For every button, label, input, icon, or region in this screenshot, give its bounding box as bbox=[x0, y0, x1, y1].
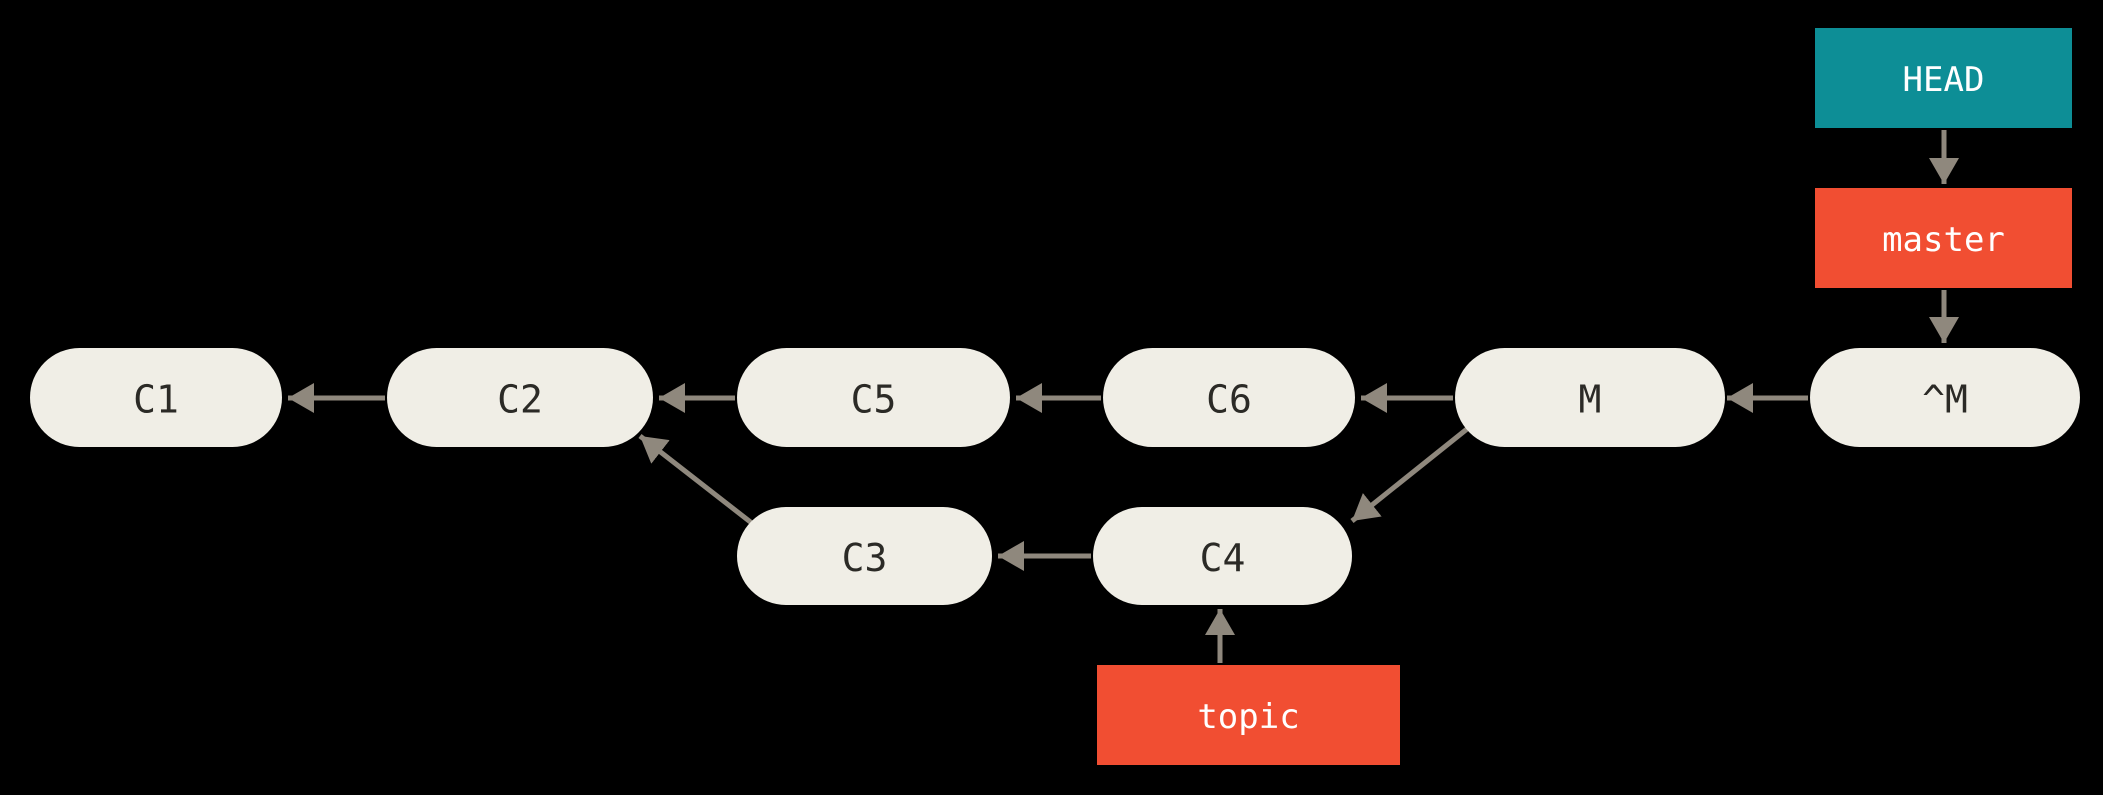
arrow-c3-to-c2 bbox=[638, 434, 755, 526]
ref-label-head: HEAD bbox=[1903, 60, 1985, 100]
commit-pill-c6 bbox=[1103, 348, 1355, 447]
commit-node-c3: C3 bbox=[737, 507, 992, 605]
commit-node-c2: C2 bbox=[387, 348, 653, 447]
commit-node-caret-m: ^M bbox=[1810, 348, 2080, 447]
commit-pill-c4 bbox=[1093, 507, 1352, 605]
ref-box-topic bbox=[1097, 665, 1400, 765]
ref-topic: topic bbox=[1097, 665, 1400, 765]
commit-pill-caret-m bbox=[1810, 348, 2080, 447]
edges-layer bbox=[288, 130, 1959, 663]
ref-box-master bbox=[1815, 188, 2072, 288]
refs-layer: HEAD master topic bbox=[1097, 28, 2072, 765]
ref-master: master bbox=[1815, 188, 2072, 288]
commit-label-c1: C1 bbox=[133, 378, 179, 422]
arrow-m-to-c4 bbox=[1350, 427, 1469, 523]
commit-label-c3: C3 bbox=[842, 536, 888, 580]
ref-box-head bbox=[1815, 28, 2072, 128]
commit-label-caret-m: ^M bbox=[1922, 378, 1968, 422]
commit-pill-c2 bbox=[387, 348, 653, 447]
commit-node-c6: C6 bbox=[1103, 348, 1355, 447]
commit-node-m: M bbox=[1455, 348, 1725, 447]
commit-pill-m bbox=[1455, 348, 1725, 447]
nodes-layer: C1 C2 C5 C6 M ^M C3 C4 bbox=[30, 348, 2080, 605]
commit-pill-c1 bbox=[30, 348, 282, 447]
commit-node-c1: C1 bbox=[30, 348, 282, 447]
ref-label-master: master bbox=[1882, 220, 2005, 260]
commit-pill-c3 bbox=[737, 507, 992, 605]
commit-node-c5: C5 bbox=[737, 348, 1010, 447]
commit-node-c4: C4 bbox=[1093, 507, 1352, 605]
commit-pill-c5 bbox=[737, 348, 1010, 447]
ref-head: HEAD bbox=[1815, 28, 2072, 128]
commit-label-c2: C2 bbox=[497, 378, 543, 422]
commit-label-c5: C5 bbox=[851, 378, 897, 422]
commit-label-m: M bbox=[1579, 378, 1602, 422]
commit-label-c4: C4 bbox=[1200, 536, 1246, 580]
ref-label-topic: topic bbox=[1197, 697, 1299, 737]
commit-label-c6: C6 bbox=[1206, 378, 1252, 422]
